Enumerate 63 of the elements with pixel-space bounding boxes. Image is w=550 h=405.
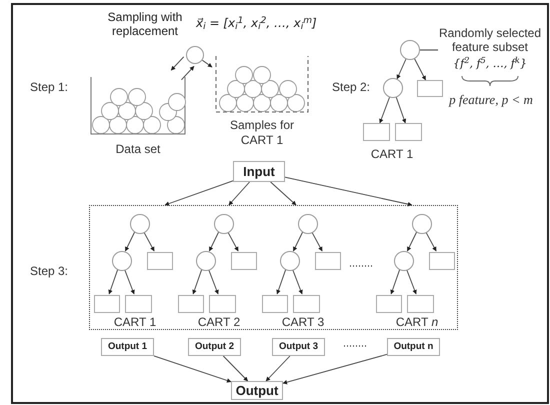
leaf-box — [231, 252, 257, 270]
arrow — [266, 356, 290, 382]
container-label: Data set — [116, 142, 160, 157]
container-label: Samples for CART 1 — [228, 118, 296, 148]
arrow — [124, 268, 135, 294]
arrow — [390, 269, 400, 294]
arrow — [406, 268, 417, 294]
arrow — [154, 355, 232, 383]
arrow — [228, 182, 250, 206]
arrow — [292, 268, 303, 294]
leaf-box — [395, 123, 422, 141]
formula-text: x⃗$_{i}$ = [x$_{i}$$^{1}$, x$_{i}$$^{2}$, …, x$_{i}$$^{m}$] — [196, 14, 318, 32]
output-box: Output 2 — [188, 338, 241, 356]
text-label: CART 2 — [196, 314, 242, 331]
arrow — [284, 176, 412, 206]
arrow — [222, 356, 248, 382]
leaf-box — [262, 295, 288, 313]
text-label: CART n — [394, 314, 440, 331]
io-box: Input — [233, 161, 285, 182]
arrow — [180, 66, 194, 80]
output-box: Output 3 — [272, 338, 325, 356]
arrow — [270, 182, 296, 206]
text-label: CART 3 — [280, 314, 326, 331]
leaf-box — [125, 295, 152, 313]
arrow — [276, 269, 286, 294]
output-box: Output n — [387, 338, 440, 356]
arrow — [164, 180, 234, 206]
arrow — [282, 354, 388, 384]
arrow — [208, 268, 219, 294]
formula-text: p feature, p < m — [448, 91, 534, 109]
arrow — [170, 56, 184, 71]
leaf-box — [178, 295, 204, 313]
arrow — [292, 232, 304, 252]
io-box: Output — [231, 381, 283, 400]
arrow — [406, 232, 418, 252]
leaf-box — [209, 295, 236, 313]
arrow — [108, 269, 118, 294]
leaf-box — [293, 295, 320, 313]
output-box: Output 1 — [101, 338, 154, 356]
arrow — [124, 232, 136, 252]
arrow — [192, 269, 202, 294]
leaf-box — [315, 252, 341, 270]
leaf-box — [407, 295, 434, 313]
leaf-box — [147, 252, 173, 270]
text-label: CART 1 — [112, 314, 158, 331]
arrow — [396, 96, 406, 124]
leaf-box — [376, 295, 402, 313]
arrow — [379, 96, 390, 124]
leaf-box — [94, 295, 120, 313]
leaf-box — [363, 123, 390, 141]
arrow — [208, 232, 220, 252]
dashed-group-frame — [89, 205, 458, 330]
arrow — [202, 60, 212, 68]
text-label: Step 1: — [28, 79, 70, 96]
arrow — [414, 58, 426, 80]
annotation-text: Randomly selected feature subset — [438, 26, 542, 54]
leaf-box — [417, 80, 443, 97]
caption-text: Sampling with replacement — [106, 10, 184, 38]
text-label: CART 1 — [370, 146, 414, 163]
text-label: Step 3: — [28, 263, 70, 280]
text-label: Step 2: — [330, 79, 372, 96]
leaf-box — [429, 252, 455, 270]
arrow — [396, 58, 406, 80]
